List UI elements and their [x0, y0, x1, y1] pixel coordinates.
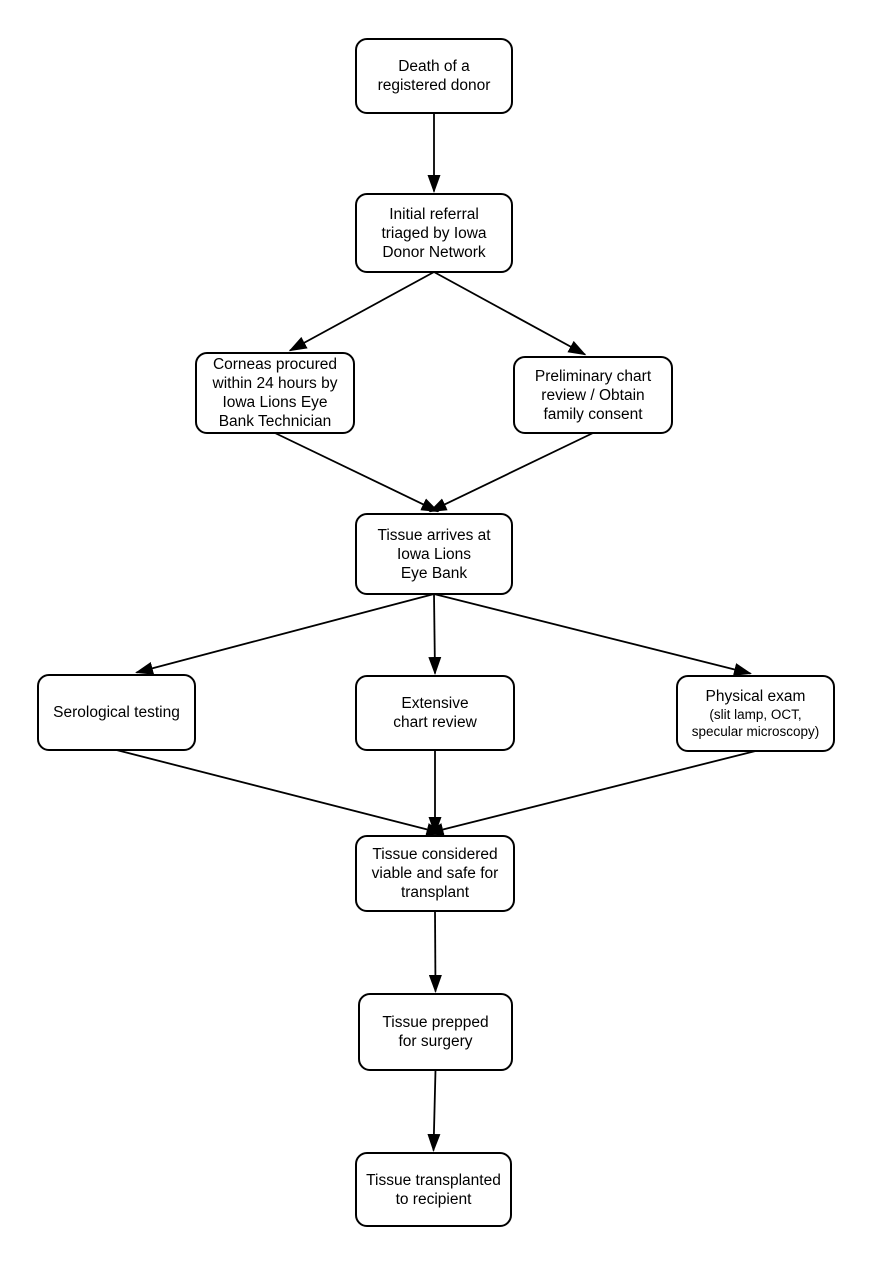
edge-physical-exam-to-tissue-viable — [425, 750, 756, 836]
edge-initial-referral-to-preliminary-chart-review — [433, 271, 587, 356]
node-label-line: Initial referral — [389, 205, 479, 223]
node-label-line: Preliminary chart — [534, 367, 652, 385]
node-label-line: Extensive — [401, 695, 469, 712]
node-label-line: Donor Network — [382, 243, 486, 261]
edge-tissue-prepped-to-tissue-transplanted — [427, 1069, 441, 1152]
node-label-line: for surgery — [398, 1033, 473, 1050]
node-label-line: Eye Bank — [400, 564, 468, 582]
node-label-line: Physical exam — [705, 687, 806, 705]
node-label-line: to recipient — [395, 1190, 472, 1208]
edge-corneas-procured-to-tissue-arrives — [274, 432, 440, 513]
edge-initial-referral-to-corneas-procured — [288, 271, 435, 352]
node-label-line: Tissue arrives at — [377, 526, 491, 544]
node-label-line: triaged by Iowa — [381, 224, 487, 242]
node-tissue-viable: Tissue considered viable and safe for tran… — [355, 835, 515, 912]
node-label-line: Serological testing — [53, 704, 180, 721]
edge-preliminary-chart-review-to-tissue-arrives — [428, 432, 594, 513]
node-label-line: Bank Technician — [218, 413, 332, 430]
node-label-line: Death of a — [398, 58, 470, 75]
edge-tissue-viable-to-tissue-prepped — [428, 910, 442, 993]
node-label-line: review / Obtain — [541, 386, 645, 404]
node-label-subline: specular microscopy) — [691, 724, 820, 739]
node-physical-exam: Physical exam(slit lamp, OCT, specular mi… — [676, 675, 835, 752]
node-label-line: viable and safe for — [371, 865, 499, 882]
node-tissue-prepped: Tissue prepped for surgery — [358, 993, 513, 1071]
node-label-line: Tissue considered — [372, 846, 498, 863]
node-label-line: Corneas procured — [212, 356, 338, 373]
node-label-line: Iowa Lions Eye — [222, 394, 328, 411]
edge-tissue-arrives-to-serological-testing — [135, 593, 435, 675]
node-label-line: registered donor — [377, 77, 491, 94]
node-label-line: Tissue prepped — [382, 1014, 489, 1031]
edge-tissue-arrives-to-physical-exam — [433, 593, 752, 676]
node-death-registered-donor: Death of a registered donor — [355, 38, 513, 114]
node-label-subline: (slit lamp, OCT, — [709, 706, 802, 722]
node-label-line: family consent — [543, 405, 643, 423]
node-label-line: transplant — [400, 884, 470, 901]
node-corneas-procured: Corneas procured within 24 hours by Iowa L… — [195, 352, 355, 434]
node-extensive-chart-review: Extensive chart review — [355, 675, 515, 751]
node-label-line: chart review — [393, 714, 477, 731]
edge-tissue-arrives-to-extensive-chart-review — [428, 593, 442, 675]
node-label-line: Tissue transplanted — [366, 1171, 501, 1189]
edge-serological-testing-to-tissue-viable — [116, 749, 445, 836]
node-label-line: Iowa Lions — [396, 545, 472, 563]
node-serological-testing: Serological testing — [37, 674, 196, 751]
node-label-line: within 24 hours by — [212, 375, 338, 392]
